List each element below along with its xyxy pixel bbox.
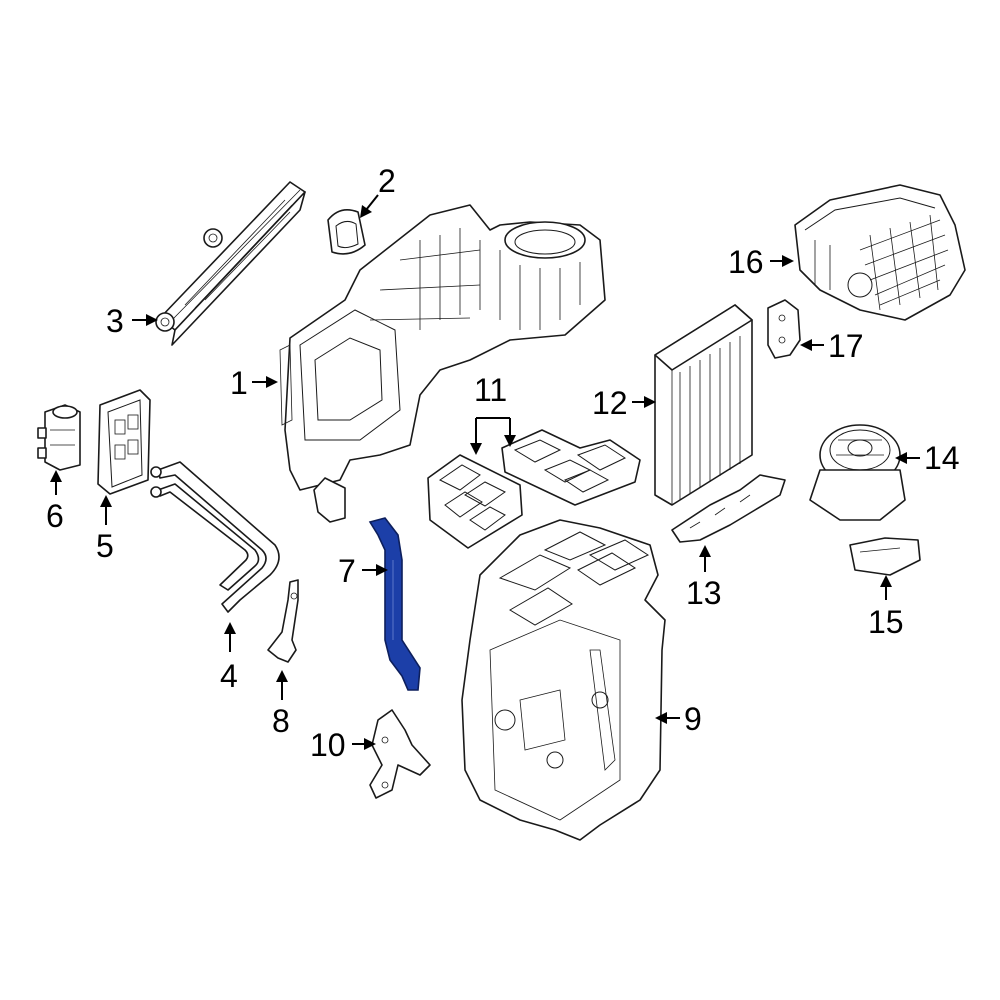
callout-8[interactable]: 8 [272,703,290,739]
part-9-lower-housing[interactable] [461,519,666,841]
callout-11[interactable]: 11 [474,372,508,408]
part-6-actuator[interactable] [37,404,81,471]
callout-2[interactable]: 2 [378,163,396,199]
callout-15[interactable]: 15 [868,604,904,640]
part-11-filter-frames[interactable] [427,429,641,549]
callout-10[interactable]: 10 [310,727,346,763]
part-3-heat-exchanger[interactable] [155,181,306,346]
part-8-sensor[interactable] [267,579,299,663]
part-10-bracket[interactable] [369,709,431,799]
callout-6[interactable]: 6 [46,498,64,534]
part-5-control-module[interactable] [97,389,151,495]
callout-17[interactable]: 17 [828,328,864,364]
part-12-cabin-filter[interactable] [654,304,753,506]
part-14-blower-motor[interactable] [809,424,906,521]
callout-3[interactable]: 3 [106,303,124,339]
part-7-hose-highlighted[interactable] [368,517,421,691]
callout-4[interactable]: 4 [220,658,238,694]
callout-13[interactable]: 13 [686,575,722,611]
callout-5[interactable]: 5 [96,528,114,564]
callout-16[interactable]: 16 [728,244,764,280]
callout-14[interactable]: 14 [924,440,960,476]
part-1-upper-housing[interactable] [279,204,606,523]
callout-7[interactable]: 7 [338,553,356,589]
part-4-tube-assembly[interactable] [150,461,280,613]
part-2-grommet[interactable] [327,209,366,255]
part-17-sensor[interactable] [767,299,801,359]
part-15-module[interactable] [849,537,921,576]
callout-12[interactable]: 12 [592,385,628,421]
part-16-blower-housing[interactable] [794,184,966,321]
callout-1[interactable]: 1 [230,365,248,401]
part-13-bracket[interactable] [671,474,786,543]
callout-9[interactable]: 9 [684,701,702,737]
callout-arrows [50,194,920,750]
